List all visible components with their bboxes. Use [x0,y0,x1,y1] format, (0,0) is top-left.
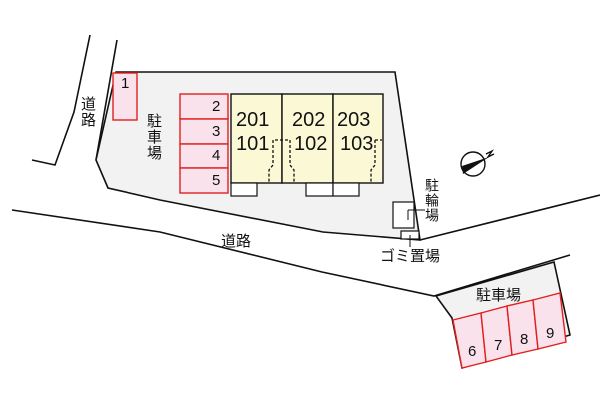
parking-number-3: 3 [212,123,221,140]
parking-slot-9 [532,292,567,350]
parking-main-label: 駐車場 [145,113,163,161]
road-left-edge-outer [31,34,91,166]
road-bottom-edge-lower [11,209,571,297]
road-bottom-edge-upper [419,194,600,241]
road-bottom-label: 道路 [221,232,252,250]
unit-label-201: 201 [236,109,270,131]
parking-number-1: 1 [121,75,130,92]
parking-number-8: 8 [520,331,529,348]
unit-202-102 [281,93,334,184]
parking-number-9: 9 [546,325,555,342]
bicycle-parking-box [392,201,415,229]
parking-slot-2 [179,93,229,120]
entrance-103 [332,182,360,197]
parking-slot-4 [179,143,229,169]
north-arrow-icon [460,149,495,177]
parking-south-label: 駐車場 [476,286,522,304]
parking-slot-1 [112,72,138,121]
parking-number-2: 2 [212,98,221,115]
parking-number-6: 6 [468,343,477,360]
unit-label-101: 101 [236,133,270,155]
garbage-area-label: ゴミ置場 [380,247,441,265]
unit-label-203: 203 [337,109,371,131]
road-left-label: 道路 [79,96,97,128]
unit-label-102: 102 [294,133,328,155]
parking-number-4: 4 [212,147,221,164]
unit-203-103 [332,93,384,184]
entrance-102 [305,182,334,197]
parking-number-5: 5 [212,172,221,189]
entrance-101 [230,182,258,197]
parking-number-7: 7 [494,337,503,354]
unit-label-202: 202 [292,109,326,131]
unit-label-103: 103 [340,133,374,155]
road-left-edge-inner [95,39,118,161]
parking-slot-3 [179,118,229,145]
unit-201-101 [230,93,283,184]
parking-slot-5 [179,167,229,194]
bicycle-parking-label: 駐輪場 [423,178,439,223]
